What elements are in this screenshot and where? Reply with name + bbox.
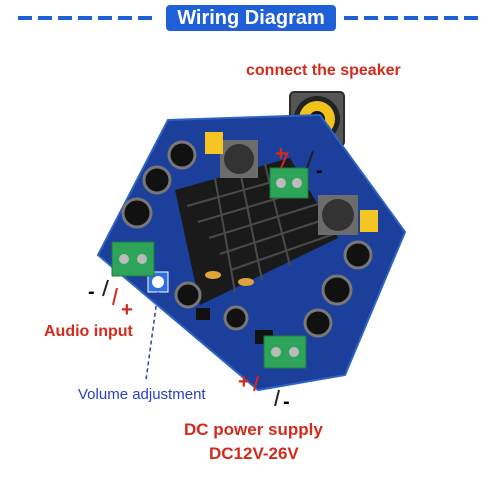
ic-chip xyxy=(196,308,210,320)
audio-input-label: Audio input xyxy=(44,323,133,340)
smd-capacitor xyxy=(238,278,254,286)
capacitor xyxy=(343,240,373,270)
title-divider-right xyxy=(344,16,484,20)
audio-input-terminal xyxy=(111,241,155,277)
capacitor xyxy=(167,140,197,170)
capacitor xyxy=(321,274,353,306)
title-divider-left xyxy=(18,16,158,20)
power-terminal xyxy=(263,335,307,369)
capacitor xyxy=(223,305,249,331)
page-title: Wiring Diagram xyxy=(166,5,336,31)
film-capacitor xyxy=(360,210,378,232)
speaker-plus-sign: + xyxy=(275,143,287,165)
power-minus-sign: - xyxy=(283,391,290,413)
capacitor xyxy=(174,281,202,309)
dc-supply-label: DC power supply xyxy=(184,420,323,439)
speaker-minus-sign: - xyxy=(316,160,323,182)
audio-minus-sign: - xyxy=(88,281,95,303)
power-plus-sign: + xyxy=(238,371,250,393)
speaker-terminal xyxy=(269,167,309,199)
volume-pointer-line xyxy=(145,291,159,381)
audio-plus-sign: + xyxy=(121,299,133,321)
smd-capacitor xyxy=(205,271,221,279)
volume-label: Volume adjustment xyxy=(78,386,206,403)
speaker-label: connect the speaker xyxy=(246,62,401,79)
capacitor xyxy=(142,165,172,195)
film-capacitor xyxy=(205,132,223,154)
wire-marks xyxy=(102,150,314,407)
inductor xyxy=(318,195,358,235)
capacitor xyxy=(121,197,153,229)
voltage-label: DC12V-26V xyxy=(209,444,299,463)
inductor xyxy=(220,140,258,178)
capacitor xyxy=(303,308,333,338)
amplifier-board xyxy=(96,113,407,392)
